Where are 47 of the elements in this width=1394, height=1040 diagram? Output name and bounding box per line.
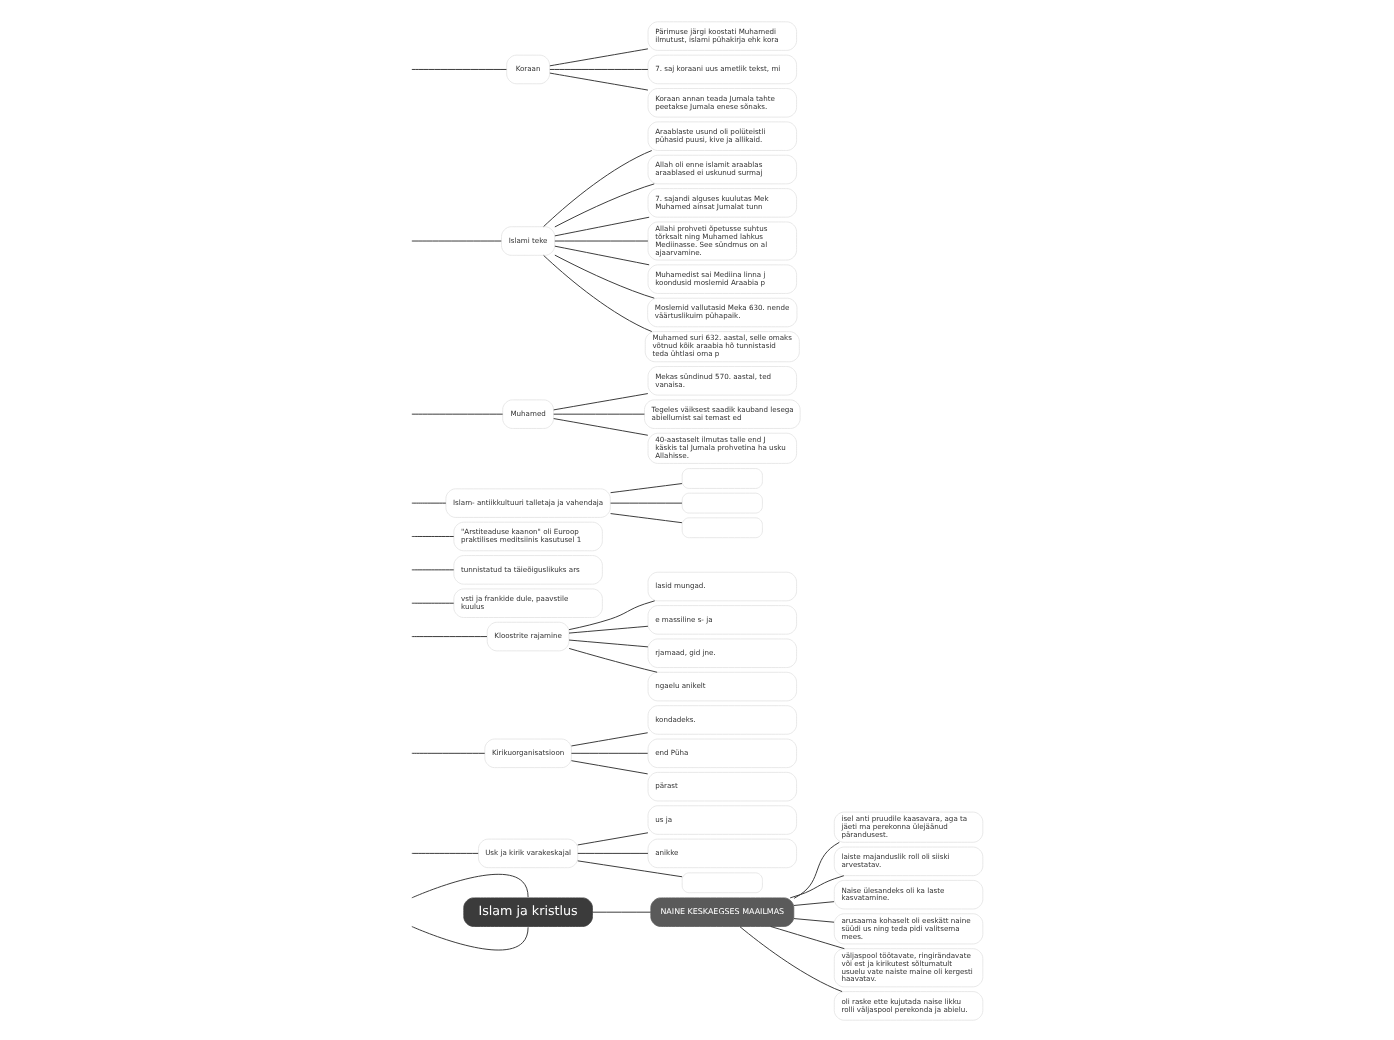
connector (411, 535, 455, 536)
connector (549, 68, 649, 69)
connector (739, 925, 843, 992)
connector (554, 253, 655, 298)
connector (411, 872, 529, 898)
node-box (681, 871, 763, 893)
connector (568, 624, 649, 633)
connector (553, 412, 645, 414)
connector (568, 647, 658, 672)
connector (610, 512, 683, 523)
connector (411, 68, 507, 69)
node-box (681, 467, 763, 488)
connector (411, 501, 447, 503)
connector (411, 601, 455, 603)
connector (793, 917, 835, 922)
connector (554, 182, 655, 227)
connector (570, 751, 649, 753)
connector (549, 71, 649, 90)
connector (411, 568, 455, 570)
connector (770, 925, 845, 949)
connector (411, 751, 486, 753)
connector (610, 501, 683, 503)
connector (553, 417, 649, 435)
connector (411, 412, 504, 414)
connector (411, 851, 479, 853)
connector (553, 392, 649, 410)
connector (789, 874, 845, 898)
connector (570, 731, 649, 746)
connector (592, 910, 652, 912)
connector (610, 482, 683, 493)
connector (577, 851, 649, 853)
node-box (681, 516, 763, 538)
connector (577, 859, 683, 877)
connector (543, 149, 653, 227)
connector (577, 831, 649, 845)
node-box (681, 491, 763, 513)
connector (568, 638, 649, 647)
connector (543, 253, 653, 331)
connector (570, 759, 649, 774)
connector (793, 900, 835, 905)
connector (554, 215, 650, 236)
connector (793, 840, 840, 898)
connector (568, 599, 656, 630)
connector (411, 635, 488, 637)
connector (411, 925, 529, 950)
connector (549, 47, 649, 66)
connector (554, 244, 650, 265)
